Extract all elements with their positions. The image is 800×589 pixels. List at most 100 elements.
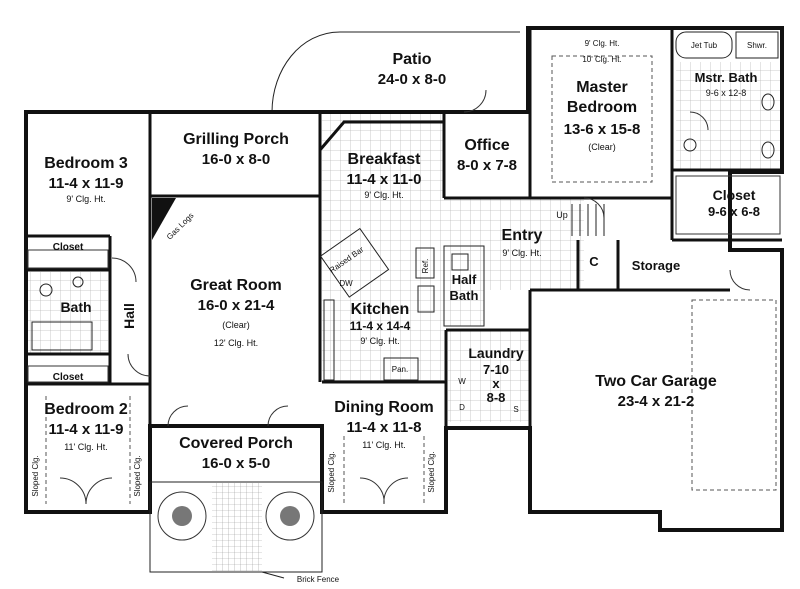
garage-door-zone — [691, 299, 777, 491]
bath-name: Bath — [60, 299, 91, 315]
bedroom3-name: Bedroom 3 — [44, 155, 128, 172]
sink — [72, 276, 84, 288]
master-note: (Clear) — [588, 142, 616, 152]
range — [417, 285, 435, 313]
dining-sloped-left: Sloped Clg. — [327, 451, 336, 492]
gas-logs-label: Gas Logs — [165, 211, 196, 242]
closet-b3-name: Closet — [53, 242, 84, 253]
raised-bar — [319, 227, 390, 298]
shower — [735, 31, 779, 59]
brick-fence-frame — [149, 481, 323, 573]
master-clg2: 10' Clg. Ht. — [582, 55, 621, 64]
covered-porch-name: Covered Porch — [179, 435, 293, 452]
shower-label: Shwr. — [747, 41, 767, 50]
bedroom2-sloped-right: Sloped Clg. — [133, 455, 142, 496]
laundry-dim1: 7-10 — [483, 362, 509, 377]
door-garage-side — [729, 269, 751, 291]
door-bed2-closet-r — [85, 477, 113, 505]
great-room-note1: (Clear) — [222, 320, 250, 330]
bedroom2-dim: 11-4 x 11-9 — [48, 421, 123, 438]
master-clg1: 9' Clg. Ht. — [585, 39, 620, 48]
door-porch-right — [267, 405, 289, 427]
half-bath-name2: Bath — [450, 288, 479, 303]
grilling-porch-name: Grilling Porch — [183, 131, 289, 148]
stairs — [571, 204, 605, 236]
office-dim: 8-0 x 7-8 — [457, 157, 517, 174]
kitchen-dim: 11-4 x 14-4 — [350, 319, 411, 333]
closet-b2-name: Closet — [53, 372, 84, 383]
great-room-dim: 16-0 x 21-4 — [198, 297, 275, 314]
door-dining-r — [383, 477, 409, 505]
breakfast-note: 9' Clg. Ht. — [364, 190, 403, 200]
dw-label: DW — [339, 279, 353, 288]
pantry — [383, 357, 419, 381]
patio-dim: 24-0 x 8-0 — [378, 71, 446, 88]
door-porch-left — [167, 405, 189, 427]
master-name1: Master — [576, 79, 628, 96]
toilet — [39, 283, 53, 297]
stairs-up-label: Up — [556, 210, 568, 220]
door-hall-bed3 — [111, 257, 137, 283]
bedroom2-note: 11' Clg. Ht. — [64, 442, 108, 452]
bedroom3-note: 9' Clg. Ht. — [66, 194, 105, 204]
half-bath-box — [443, 245, 485, 327]
garage-dim: 23-4 x 21-2 — [618, 393, 695, 410]
sink-label: S — [513, 405, 518, 414]
kitchen-name: Kitchen — [351, 301, 410, 318]
bedroom3-dim: 11-4 x 11-9 — [48, 175, 123, 192]
laundry-dim2: x — [492, 376, 500, 391]
entry-note: 9' Clg. Ht. — [502, 248, 541, 258]
laundry-dim3: 8-8 — [487, 390, 506, 405]
bedroom2-name: Bedroom 2 — [44, 401, 128, 418]
garage-name: Two Car Garage — [595, 373, 717, 390]
kitchen-counter-left — [323, 299, 335, 381]
laundry-name: Laundry — [468, 345, 523, 361]
storage-name: Storage — [632, 258, 680, 273]
brick-fence-label: Brick Fence — [297, 575, 340, 584]
pantry-label: Pan. — [392, 365, 408, 374]
exterior-walls — [24, 26, 784, 532]
dining-sloped-right: Sloped Clg. — [427, 451, 436, 492]
patio-name: Patio — [392, 51, 431, 68]
planter-left — [157, 491, 207, 541]
breakfast-dim: 11-4 x 11-0 — [346, 171, 421, 188]
door-office-patio — [463, 89, 487, 113]
great-room-note2: 12' Clg. Ht. — [214, 338, 258, 348]
brick-fence-pointer — [261, 571, 285, 579]
ref-label: Ref. — [421, 259, 430, 274]
door-dining-l — [359, 477, 385, 505]
patio-outline — [271, 31, 520, 113]
master-clear-zone — [551, 55, 653, 183]
door-hall-bed2 — [127, 353, 151, 377]
dining-name: Dining Room — [334, 399, 434, 416]
mstr-sink-2 — [761, 141, 775, 159]
jet-tub — [675, 31, 733, 59]
master-closet-rods — [675, 175, 781, 235]
grilling-porch-dim: 16-0 x 8-0 — [202, 151, 270, 168]
door-mstr-bath — [689, 111, 709, 131]
washer-label: W — [458, 377, 466, 386]
master-dim: 13-6 x 15-8 — [564, 121, 641, 138]
dining-note: 11' Clg. Ht. — [362, 440, 406, 450]
coat-closet-label: C — [589, 254, 599, 269]
wall-breakfast-angle — [318, 120, 444, 151]
tile-brick-walk — [212, 483, 262, 571]
tile-breakfast-kitchen — [322, 112, 444, 382]
closet-master-name: Closet — [713, 187, 756, 203]
half-bath-name1: Half — [452, 272, 477, 287]
mstr-bath-dim: 9-6 x 12-8 — [706, 88, 747, 98]
entry-name: Entry — [502, 227, 543, 244]
great-room-name: Great Room — [190, 277, 282, 294]
covered-porch-dim: 16-0 x 5-0 — [202, 455, 270, 472]
half-bath-sink — [451, 253, 469, 271]
master-name2: Bedroom — [567, 99, 637, 116]
tile-laundry — [448, 330, 530, 422]
closet-b2-rod — [27, 365, 109, 383]
mstr-toilet — [683, 138, 697, 152]
closet-b3-rod — [27, 249, 109, 269]
mstr-bath-name: Mstr. Bath — [695, 70, 758, 85]
jet-tub-label: Jet Tub — [691, 41, 718, 50]
tile-half-bath — [444, 246, 484, 326]
closet-master-dim: 9-6 x 6-8 — [708, 204, 760, 219]
